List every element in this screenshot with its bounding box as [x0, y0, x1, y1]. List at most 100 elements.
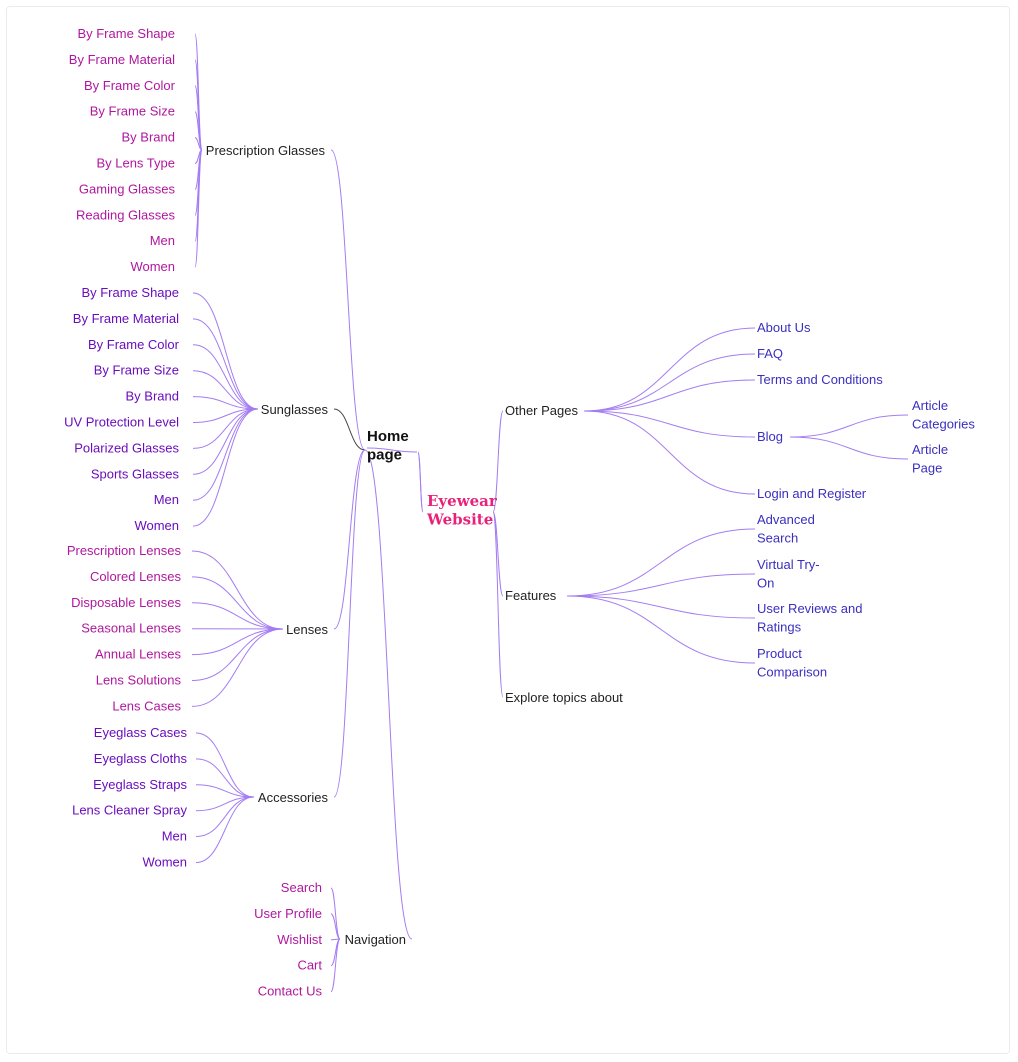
- home-page-label-line: page: [367, 447, 402, 464]
- features-item-advanced-search-line: Advanced: [757, 512, 815, 527]
- connector-line: [191, 628, 284, 681]
- features-item-user-reviews-and-ratings-line: Ratings: [757, 620, 802, 635]
- connector-line: [195, 796, 255, 863]
- connector-line: [192, 344, 259, 410]
- accessories-item-women: Women: [142, 855, 187, 870]
- connector-line: [194, 137, 203, 151]
- other-pages-item-about-us: About Us: [757, 320, 811, 335]
- connector-line: [492, 511, 504, 698]
- connector-line: [583, 353, 756, 412]
- root-node-label-line: Eyewear: [427, 492, 498, 510]
- features-item-product-comparison-line: Product: [757, 646, 802, 661]
- connector-line: [333, 408, 366, 451]
- connector-line: [192, 318, 259, 410]
- category-label-sunglasses: Sunglasses: [261, 402, 329, 417]
- connector-line: [330, 887, 341, 940]
- blog-child-article-page-line: Page: [912, 461, 942, 476]
- connector-line: [194, 111, 203, 151]
- connector-line: [583, 379, 756, 412]
- prescription-item-by-brand: By Brand: [122, 130, 175, 145]
- prescription-item-gaming-glasses: Gaming Glasses: [79, 181, 176, 196]
- connector-line: [789, 436, 909, 460]
- navigation-item-contact-us: Contact Us: [258, 984, 323, 999]
- connector-line: [195, 732, 255, 798]
- accessories-item-lens-cleaner-spray: Lens Cleaner Spray: [72, 803, 187, 818]
- explore-topics-label: Explore topics about: [505, 690, 623, 705]
- connector-line: [192, 370, 259, 410]
- prescription-item-by-lens-type: By Lens Type: [96, 156, 175, 171]
- connector-line: [566, 595, 756, 664]
- features-item-user-reviews-and-ratings-line: User Reviews and: [757, 601, 863, 616]
- connector-line: [192, 408, 259, 501]
- accessories-item-men: Men: [162, 829, 187, 844]
- sunglasses-item-by-frame-shape: By Frame Shape: [81, 285, 179, 300]
- connector-line: [583, 327, 756, 412]
- connector-line: [195, 796, 255, 838]
- sunglasses-item-uv-protection-level: UV Protection Level: [64, 415, 179, 430]
- connector-line: [192, 408, 259, 449]
- connector-line: [191, 576, 284, 630]
- connector-line: [366, 447, 418, 453]
- sunglasses-item-by-brand: By Brand: [126, 389, 179, 404]
- connector-line: [192, 292, 259, 410]
- connector-line: [195, 796, 255, 812]
- category-label-other-pages: Other Pages: [505, 403, 578, 418]
- navigation-item-cart: Cart: [297, 958, 322, 973]
- connector-line: [192, 396, 259, 410]
- features-item-advanced-search-line: Search: [757, 531, 798, 546]
- prescription-item-reading-glasses: Reading Glasses: [76, 207, 175, 222]
- category-label-navigation: Navigation: [345, 932, 406, 947]
- other-pages-item-blog: Blog: [757, 429, 783, 444]
- other-pages-item-login-and-register: Login and Register: [757, 486, 867, 501]
- connector-line: [333, 449, 366, 798]
- lenses-item-colored-lenses: Colored Lenses: [90, 569, 182, 584]
- connector-line: [566, 528, 756, 597]
- accessories-item-eyeglass-cases: Eyeglass Cases: [94, 725, 188, 740]
- other-pages-item-faq: FAQ: [757, 346, 783, 361]
- home-page-label-line: Home: [367, 428, 409, 445]
- connector-line: [492, 511, 504, 597]
- lenses-item-annual-lenses: Annual Lenses: [95, 647, 182, 662]
- features-item-virtual-try-on-line: On: [757, 576, 774, 591]
- blog-child-article-categories-line: Article: [912, 398, 948, 413]
- sunglasses-item-women: Women: [134, 518, 179, 533]
- blog-child-article-page-line: Article: [912, 442, 948, 457]
- prescription-item-by-frame-material: By Frame Material: [69, 52, 175, 67]
- connector-line: [583, 410, 756, 438]
- blog-child-article-categories-line: Categories: [912, 417, 975, 432]
- features-item-virtual-try-on: Virtual Try- On: [757, 557, 820, 591]
- connector-line: [191, 550, 284, 630]
- lenses-item-seasonal-lenses: Seasonal Lenses: [81, 621, 181, 636]
- connector-line: [191, 628, 284, 707]
- connector-line: [191, 602, 284, 630]
- sunglasses-item-by-frame-color: By Frame Color: [88, 337, 180, 352]
- sunglasses-item-polarized-glasses: Polarized Glasses: [74, 440, 179, 455]
- lenses-item-prescription-lenses: Prescription Lenses: [67, 543, 182, 558]
- connector-line: [330, 913, 341, 940]
- sunglasses-item-sports-glasses: Sports Glasses: [91, 466, 180, 481]
- navigation-item-search: Search: [281, 880, 322, 895]
- lenses-item-disposable-lenses: Disposable Lenses: [71, 595, 181, 610]
- connector-line: [192, 408, 259, 527]
- connector-line: [364, 449, 413, 940]
- features-item-virtual-try-on-line: Virtual Try-: [757, 557, 820, 572]
- category-label-features: Features: [505, 588, 557, 603]
- prescription-item-by-frame-shape: By Frame Shape: [77, 26, 175, 41]
- connector-line: [566, 573, 756, 597]
- connector-line: [192, 408, 259, 423]
- connector-line: [330, 149, 366, 451]
- category-label-lenses: Lenses: [286, 622, 328, 637]
- category-label-prescription-glasses: Prescription Glasses: [206, 143, 326, 158]
- connector-line: [192, 408, 259, 475]
- prescription-item-by-frame-color: By Frame Color: [84, 78, 176, 93]
- connector-line: [330, 938, 341, 993]
- accessories-item-eyeglass-straps: Eyeglass Straps: [93, 777, 187, 792]
- connector-line: [191, 628, 284, 656]
- navigation-item-wishlist: Wishlist: [277, 932, 322, 947]
- connector-line: [333, 449, 366, 630]
